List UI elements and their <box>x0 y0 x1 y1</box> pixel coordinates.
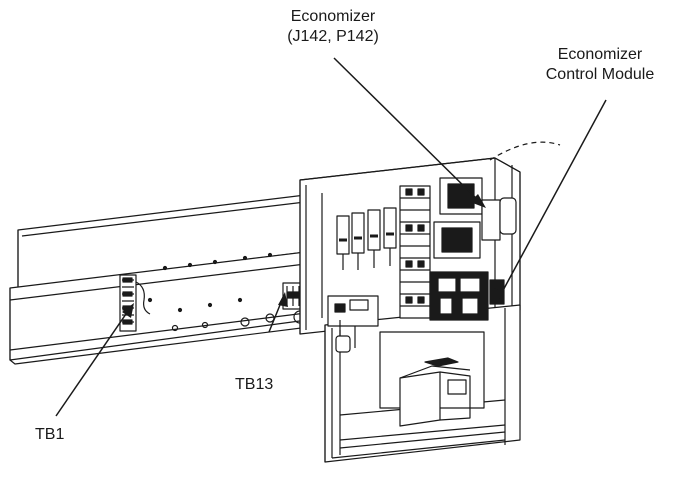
control-board <box>327 295 379 353</box>
fuse-block-column <box>399 185 431 319</box>
economizer-label-line1: Economizer <box>290 8 376 25</box>
tb1-leader <box>55 310 129 417</box>
control-module-leader <box>499 99 607 297</box>
tb13-label: TB13 <box>235 376 274 393</box>
control-module-label-line2: Control Module <box>545 66 655 83</box>
leader-lines <box>55 57 607 417</box>
control-module-label-line1: Economizer <box>557 46 643 63</box>
economizer-control-module <box>429 271 505 321</box>
economizer-label: Economizer (J142, P142) <box>268 7 398 47</box>
tb1-label: TB1 <box>35 426 65 443</box>
leader-arrows <box>122 194 504 318</box>
economizer-leader <box>333 57 479 201</box>
relay-bank <box>336 207 397 270</box>
tb13-arrow <box>278 292 288 307</box>
left-panel <box>9 192 326 365</box>
control-module-arrow <box>494 288 504 304</box>
vfd-drive <box>379 331 485 427</box>
economizer-label-line2: (J142, P142) <box>287 28 379 45</box>
control-module-label: Economizer Control Module <box>530 45 670 85</box>
economizer-arrow <box>470 194 486 208</box>
tb1-arrow <box>122 303 134 318</box>
